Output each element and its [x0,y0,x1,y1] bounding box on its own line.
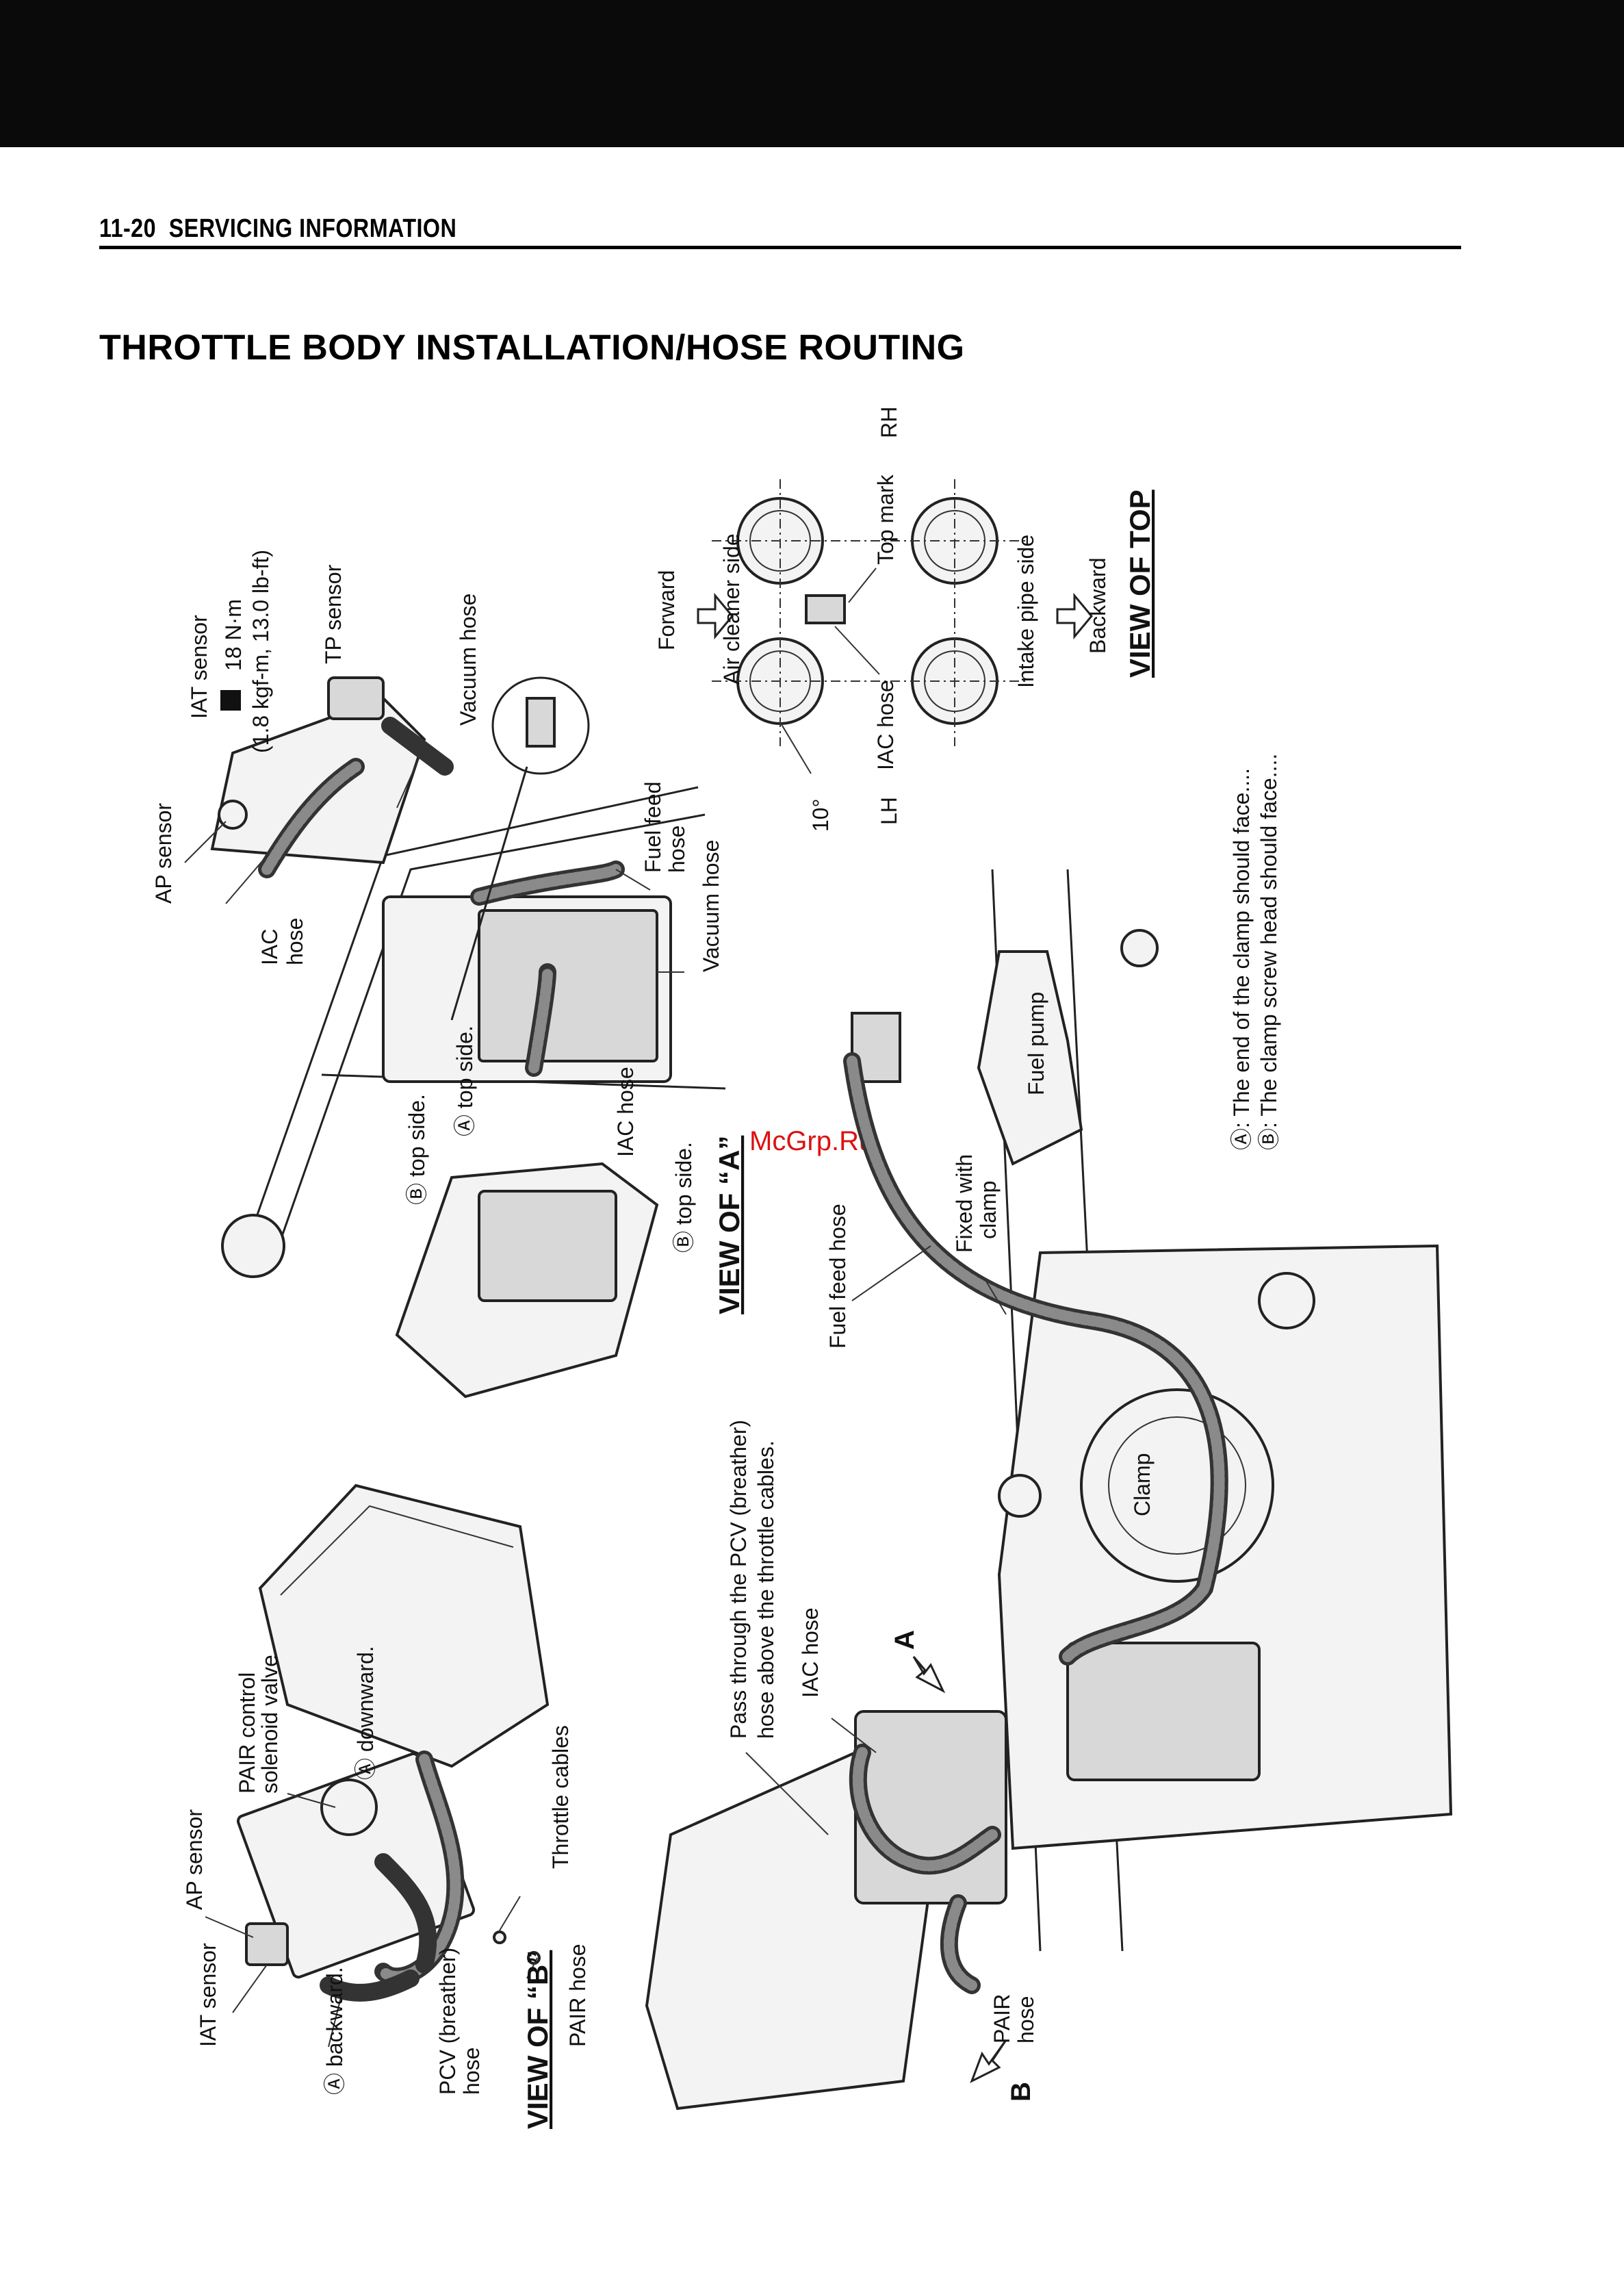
pcv-hose-label-2: hose [459,2048,484,2095]
b-top-side-1-label: Ⓑ top side. [404,1094,429,1205]
note-b: Ⓑ: The clamp screw head should face.... [1256,754,1281,1150]
pair-valve-shape [320,1779,378,1836]
fuel-feed-hose-a-label-2: hose [665,826,689,873]
throttle-bore-ring [736,497,998,725]
view-of-a-title: VIEW OF “A” [713,1136,745,1314]
iat-sensor-shape [327,676,385,720]
section-name: SERVICING INFORMATION [168,214,457,243]
header-rule [99,246,1461,249]
view-of-top-title: VIEW OF TOP [1124,489,1156,678]
a-top-side-label: Ⓐ top side. [452,1025,477,1136]
iat-sensor-b-shape [245,1922,289,1966]
iat-sensor-b-label: IAT sensor [196,1943,220,2047]
backward-label: Backward [1085,558,1110,654]
a-backward-label: Ⓐ backward. [322,1967,347,2095]
b-top-side-2-label: Ⓑ top side. [671,1142,696,1253]
intake-pipe-side-label: Intake pipe side [1014,535,1038,688]
fixed-with-clamp-label-2: clamp [976,1181,1001,1239]
iac-hose-a-label-2: hose [283,918,307,965]
ap-sensor-b-label: AP sensor [182,1809,207,1910]
watermark: McGrp.Ru [749,1126,874,1156]
page-title: THROTTLE BODY INSTALLATION/HOSE ROUTING [99,328,965,368]
clamp-label: Clamp [1130,1453,1155,1516]
fuel-pump-label: Fuel pump [1024,992,1048,1095]
page-number: 11-20 [99,214,156,243]
iat-sensor-a-label: IAT sensor [187,615,211,719]
pcv-hose-label-1: PCV (breather) [435,1948,460,2095]
pair-hose-main-label-1: PAIR [990,1994,1014,2043]
iac-fitting [805,594,846,624]
pcv-note-label-2: hose above the throttle cables. [753,1440,778,1739]
ap-sensor-a-label: AP sensor [151,803,176,904]
iac-hose-top-label: IAC hose [873,680,898,770]
pair-hose-b-label: PAIR hose [565,1944,590,2047]
pair-valve-label-2: solenoid valve [257,1655,282,1794]
a-downward-label: Ⓐ downward. [353,1646,378,1780]
torque-icon [220,690,241,711]
forward-label: Forward [654,570,679,650]
iac-hose-a-label-1: IAC [257,929,282,965]
vacuum-hose-1-label: Vacuum hose [456,594,480,726]
header-text: 11-20 SERVICING INFORMATION [99,214,456,244]
engine-main-diagram: Fuel pump Fixed with clamp Fuel feed hos… [645,754,1453,2111]
tp-sensor-label: TP sensor [321,564,346,664]
pair-valve-label-1: PAIR control [235,1672,259,1794]
forward-arrow [697,592,734,640]
torque-label-2: (1.8 kgf-m, 13.0 lb-ft) [248,550,273,753]
fuel-feed-hose-main-label: Fuel feed hose [825,1203,850,1349]
view-of-b-title: VIEW OF “B” [521,1950,554,2129]
fixed-with-clamp-label-1: Fixed with [952,1154,977,1253]
backward-arrow [1056,592,1093,640]
note-a: Ⓐ: The end of the clamp should face.... [1229,768,1254,1150]
view-of-b-diagram: PAIR control solenoid valve Ⓐ downward. … [182,1483,590,2129]
arrow-a-label: A [890,1630,920,1650]
top-black-bar [0,0,1624,147]
iac-hose-a2-label: IAC hose [613,1067,638,1157]
rh-label: RH [877,407,901,438]
throttle-cables-label: Throttle cables [548,1725,573,1869]
fuel-feed-hose-a-label-1: Fuel feed [641,782,665,873]
torque-label-1: 18 N·m [221,599,246,671]
view-of-a-diagram: IAT sensor 18 N·m (1.8 kgf-m, 13.0 lb-ft… [151,550,745,1399]
top-mark-label: Top mark [873,474,898,565]
pcv-note-label-1: Pass through the PCV (breather) [726,1420,751,1739]
vacuum-hose-2-label: Vacuum hose [699,840,723,972]
page-header: 11-20 SERVICING INFORMATION [99,209,1461,249]
arrow-b-label: B [1006,2082,1036,2102]
angle-label: 10° [808,799,833,832]
lh-label: LH [877,797,901,825]
detail-magnifier [491,676,590,775]
view-of-top-diagram: Forward Air cleaner side Top mark IAC ho… [654,407,1156,832]
pair-hose-main-label-2: hose [1014,1996,1038,2043]
engine-cover [1080,1388,1274,1583]
air-cleaner-side-label: Air cleaner side [719,533,744,685]
iac-hose-main-label: IAC hose [798,1607,823,1698]
